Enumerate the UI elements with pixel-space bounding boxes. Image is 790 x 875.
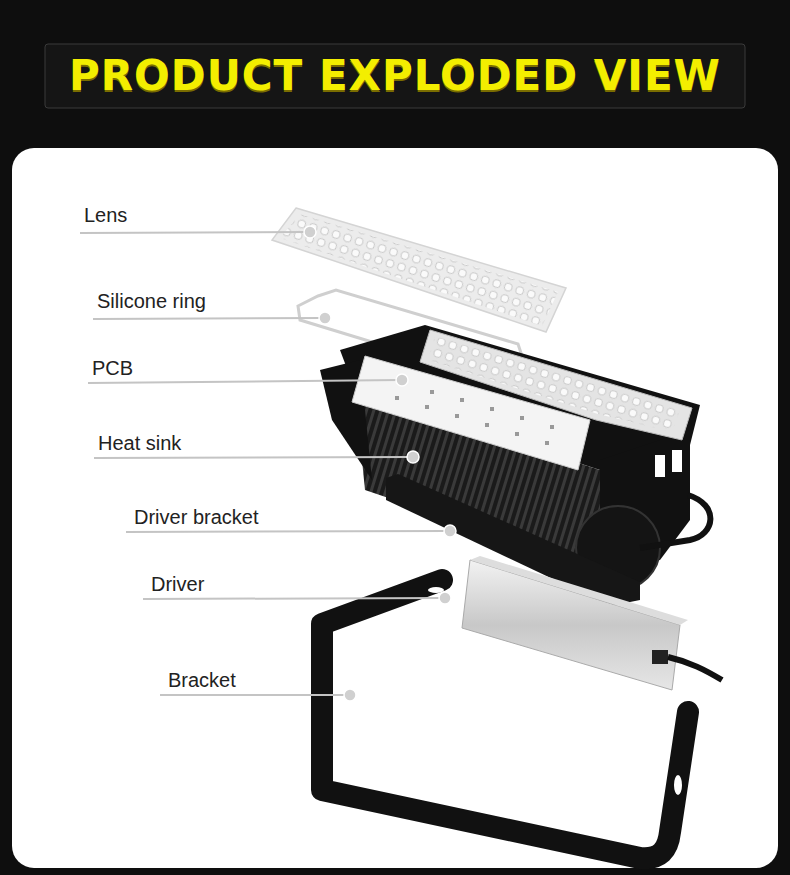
title-text: PRODUCT EXPLODED VIEW bbox=[69, 51, 721, 101]
cable bbox=[640, 495, 710, 548]
driver bbox=[462, 560, 680, 690]
bracket-hole bbox=[421, 741, 429, 749]
part-label: Silicone ring bbox=[97, 290, 206, 312]
part-label: Lens bbox=[84, 204, 127, 226]
slot bbox=[672, 450, 682, 472]
title-banner bbox=[45, 44, 745, 108]
part-label: Driver bracket bbox=[134, 506, 258, 528]
bracket-hole bbox=[478, 776, 502, 784]
content-panel bbox=[12, 148, 778, 868]
driver-cable bbox=[668, 657, 722, 680]
part-label: Bracket bbox=[168, 669, 236, 691]
gland bbox=[652, 650, 668, 664]
lens-optics bbox=[280, 214, 558, 326]
lens-module bbox=[420, 330, 692, 440]
driver-top bbox=[470, 556, 688, 625]
leader-dots bbox=[304, 226, 456, 701]
part-label: PCB bbox=[92, 357, 133, 379]
lens-module-optics bbox=[428, 336, 680, 432]
leader-lines bbox=[80, 232, 448, 695]
mounting-bracket bbox=[322, 580, 688, 858]
bracket-hole bbox=[674, 775, 682, 795]
bracket-hole bbox=[428, 587, 444, 593]
slot bbox=[655, 455, 665, 477]
part-label: Driver bbox=[151, 573, 204, 595]
part-label: Heat sink bbox=[98, 432, 181, 454]
